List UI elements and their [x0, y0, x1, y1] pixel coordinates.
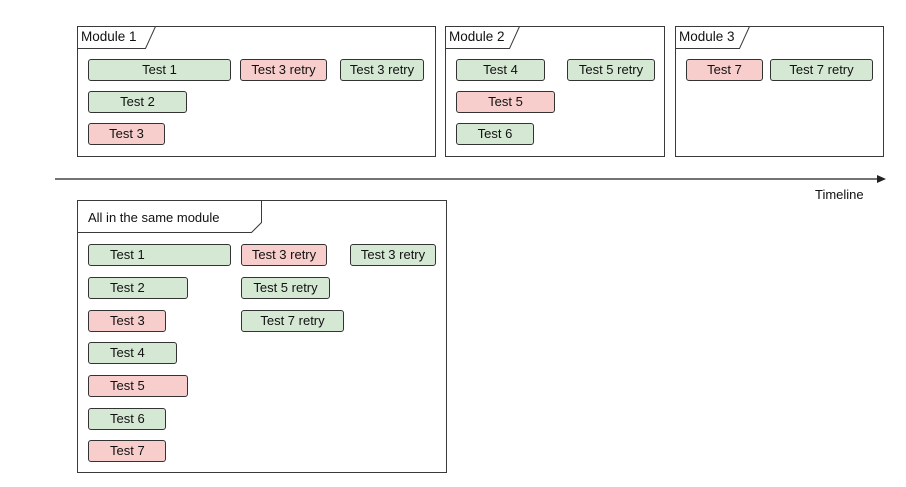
test-label: Test 5: [110, 378, 145, 393]
timeline-label: Timeline: [815, 187, 864, 202]
test-label: Test 3: [109, 126, 144, 141]
test-label: Test 2: [120, 94, 155, 109]
module-1-label: Module 1: [81, 29, 137, 44]
timeline-arrow: [55, 175, 886, 183]
test-6-pill: Test 6: [88, 408, 166, 430]
module-1-frame: Module 1 Test 1 Test 3 retry Test 3 retr…: [77, 26, 436, 157]
test-label: Test 4: [483, 62, 518, 77]
test-3-pill: Test 3: [88, 310, 166, 332]
test-2-pill: Test 2: [88, 91, 187, 113]
test-label: Test 7: [707, 62, 742, 77]
frame-tab-shape: [445, 26, 520, 49]
test-label: Test 1: [110, 247, 145, 262]
test-5-retry-pill: Test 5 retry: [567, 59, 655, 81]
test-label: Test 3 retry: [360, 247, 426, 262]
same-module-frame: All in the same module Test 1 Test 3 ret…: [77, 200, 447, 473]
test-7-retry-pill: Test 7 retry: [241, 310, 344, 332]
test-3-retry-pill: Test 3 retry: [350, 244, 436, 266]
test-4-pill: Test 4: [456, 59, 545, 81]
test-label: Test 2: [110, 280, 145, 295]
module-2-frame: Module 2 Test 4 Test 5 retry Test 5 Test…: [445, 26, 665, 157]
test-3-retry-pill: Test 3 retry: [340, 59, 424, 81]
test-label: Test 3 retry: [251, 247, 317, 262]
test-label: Test 7 retry: [260, 313, 325, 328]
test-label: Test 3: [110, 313, 145, 328]
test-7-retry-pill: Test 7 retry: [770, 59, 873, 81]
module-3-frame: Module 3 Test 7 Test 7 retry: [675, 26, 884, 157]
test-4-pill: Test 4: [88, 342, 177, 364]
test-1-pill: Test 1: [88, 59, 231, 81]
test-label: Test 5 retry: [253, 280, 318, 295]
test-5-retry-pill: Test 5 retry: [241, 277, 330, 299]
same-module-label: All in the same module: [88, 210, 220, 225]
test-label: Test 6: [477, 126, 513, 141]
test-7-pill: Test 7: [88, 440, 166, 462]
test-label: Test 4: [110, 345, 145, 360]
test-label: Test 3 retry: [251, 62, 316, 77]
test-3-retry-pill: Test 3 retry: [240, 59, 327, 81]
test-5-pill: Test 5: [88, 375, 188, 397]
test-2-pill: Test 2: [88, 277, 188, 299]
test-1-pill: Test 1: [88, 244, 231, 266]
module-3-label: Module 3: [679, 29, 735, 44]
module-2-label: Module 2: [449, 29, 505, 44]
test-3-pill: Test 3: [88, 123, 165, 145]
test-label: Test 1: [142, 62, 177, 77]
test-label: Test 7 retry: [789, 62, 854, 77]
test-7-pill: Test 7: [686, 59, 763, 81]
test-label: Test 3 retry: [349, 62, 415, 77]
test-5-pill: Test 5: [456, 91, 555, 113]
frame-tab-shape: [77, 200, 262, 233]
test-label: Test 5 retry: [578, 62, 644, 77]
test-label: Test 5: [488, 94, 523, 109]
test-6-pill: Test 6: [456, 123, 534, 145]
frame-tab-shape: [675, 26, 750, 49]
frame-tab-shape: [77, 26, 156, 49]
test-label: Test 6: [110, 411, 145, 426]
test-3-retry-pill: Test 3 retry: [241, 244, 327, 266]
test-label: Test 7: [110, 443, 145, 458]
